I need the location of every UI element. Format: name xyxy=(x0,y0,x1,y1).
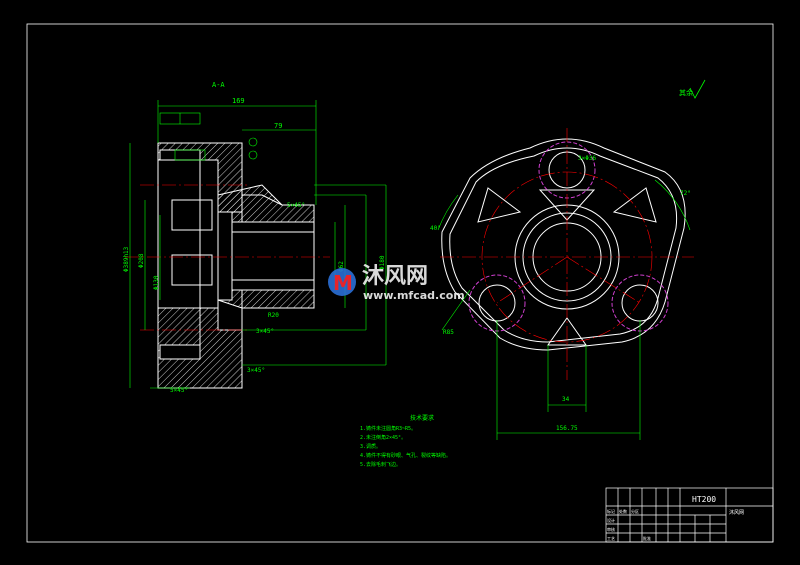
outer-frame xyxy=(26,23,774,543)
bore xyxy=(231,221,315,291)
tb-row-6: 工艺 xyxy=(607,536,615,541)
dim-dia-208: Φ208 xyxy=(138,253,145,268)
company-label: 沐风网 xyxy=(729,509,744,516)
dim-angle-40: 40° xyxy=(430,225,441,232)
svg-text:M: M xyxy=(333,271,353,295)
dim-length-79: 79 xyxy=(274,122,282,130)
dim-chamfer-2: 3×45° xyxy=(256,328,274,335)
dim-dia-130: Φ130 xyxy=(153,275,160,290)
hub-hatch-bottom xyxy=(217,289,315,309)
tech-req-item-4: 4.铸件不得有砂眼、气孔、裂纹等缺陷。 xyxy=(360,452,451,459)
tb-row-5: 审核 xyxy=(607,526,615,532)
dim-dia-outer: Φ389h13 xyxy=(123,246,130,272)
dim-chamfer-4: 5×45° xyxy=(170,387,188,394)
watermark: M 沐风网 www.mfcad.com xyxy=(328,264,465,302)
dim-width-34: 34 xyxy=(562,396,570,403)
dim-chamfer-3: 3×45° xyxy=(247,367,265,374)
tech-req-title: 技术要求 xyxy=(410,414,434,422)
tech-req-item-2: 2.未注倒角2×45°。 xyxy=(360,434,406,441)
section-view xyxy=(157,142,315,389)
end-view xyxy=(437,128,694,440)
tech-req-item-3: 3.调质。 xyxy=(360,443,381,450)
dim-overall-length: 169 xyxy=(232,97,245,105)
dim-bottom-width: 156.75 xyxy=(556,425,578,432)
dim-r85: R85 xyxy=(443,329,454,336)
roughness-note: 其余 xyxy=(679,88,693,97)
bolt-hole-3 xyxy=(621,284,659,322)
window-2 xyxy=(612,187,657,223)
tech-req-item-5: 5.去除毛刺飞边。 xyxy=(360,461,401,468)
watermark-brand: 沐风网 xyxy=(362,264,428,289)
dim-dia-bore: Φ62 xyxy=(338,261,345,272)
tb-row-3: 分区 xyxy=(631,508,639,514)
watermark-logo-icon xyxy=(328,268,356,296)
outer-profile xyxy=(441,138,686,351)
tb-row-4: 设计 xyxy=(607,517,615,523)
title-block xyxy=(605,487,774,543)
slot-bottom xyxy=(159,344,201,360)
dim-angle-72: 72° xyxy=(680,190,691,197)
tb-row-1: 标记 xyxy=(607,508,615,514)
dim-radius: R20 xyxy=(268,312,279,319)
flange-outline xyxy=(157,142,243,389)
tb-row-2: 处数 xyxy=(619,508,627,514)
tech-req-item-1: 1.铸件未注圆角R3~R5。 xyxy=(360,425,416,432)
dim-dia-180: Φ180 xyxy=(379,255,386,270)
dim-chamfer-1: 5×45° xyxy=(287,202,305,209)
section-label: A-A xyxy=(212,81,225,89)
roughness-symbol-icon xyxy=(689,79,706,99)
material-label: HT200 xyxy=(692,495,716,504)
slot-top xyxy=(159,149,201,161)
dim-3x-dia: 3×Φ36 xyxy=(578,155,596,162)
watermark-url: www.mfcad.com xyxy=(363,289,465,302)
window-1 xyxy=(477,187,522,223)
tb-row-7: 批准 xyxy=(643,535,651,541)
hub-outline xyxy=(242,194,315,309)
